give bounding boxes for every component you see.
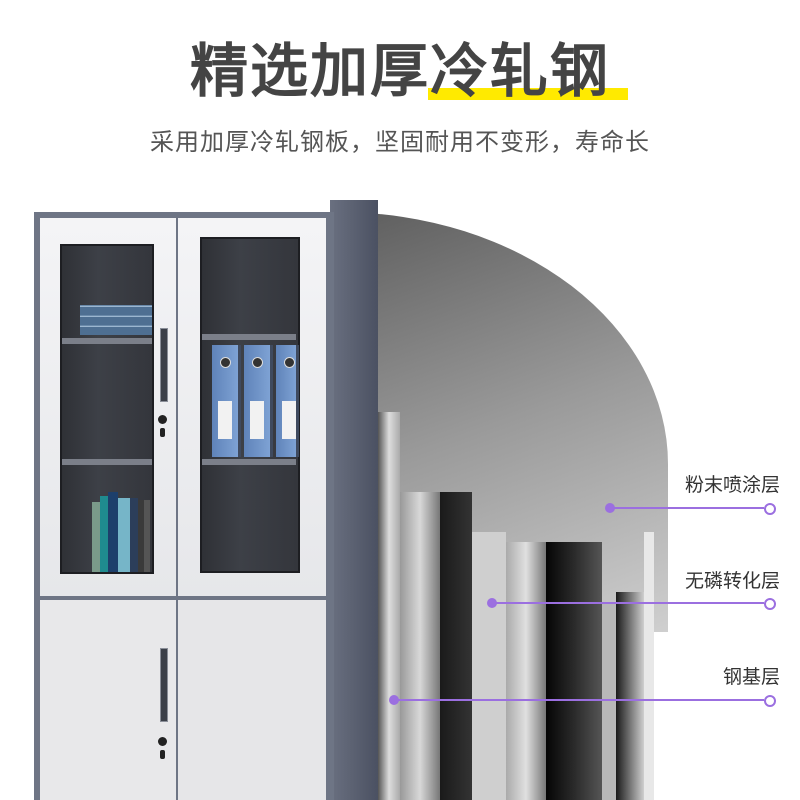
callout-line: [396, 699, 764, 701]
books-upright-icon: [92, 490, 152, 572]
binder-icon: [212, 345, 241, 457]
binder-icon: [244, 345, 273, 457]
lower-right-door: [178, 600, 326, 800]
lock-icon: [158, 415, 167, 424]
callout-endpoint: [764, 598, 776, 610]
callout-dot: [605, 503, 615, 513]
shelf: [202, 334, 296, 340]
shelf: [62, 338, 152, 344]
callout-label: 钢基层: [722, 666, 780, 688]
lock-icon: [158, 737, 167, 746]
keyhole-icon: [160, 428, 165, 437]
callout-endpoint: [764, 695, 776, 707]
steel-layers-cross-section: [378, 212, 668, 800]
callout-label: 无磷转化层: [684, 570, 780, 592]
callout-dot: [487, 598, 497, 608]
page-subtitle: 采用加厚冷轧钢板，坚固耐用不变形，寿命长: [150, 128, 650, 156]
shelf: [62, 459, 152, 465]
callout-line: [494, 602, 764, 604]
shelf: [202, 459, 296, 465]
page-title: 精选加厚冷轧钢: [189, 37, 610, 105]
cabinet-side-panel: [330, 200, 378, 800]
callout-endpoint: [764, 503, 776, 515]
title-highlight-bar: [428, 88, 628, 100]
door-handle: [160, 648, 168, 722]
lower-left-door: [40, 600, 176, 800]
door-handle: [160, 328, 168, 402]
keyhole-icon: [160, 750, 165, 759]
callout-line: [612, 507, 764, 509]
books-stack-icon: [80, 305, 152, 335]
binder-icon: [276, 345, 299, 457]
callout-label: 粉末喷涂层: [684, 474, 780, 496]
callout-dot: [389, 695, 399, 705]
